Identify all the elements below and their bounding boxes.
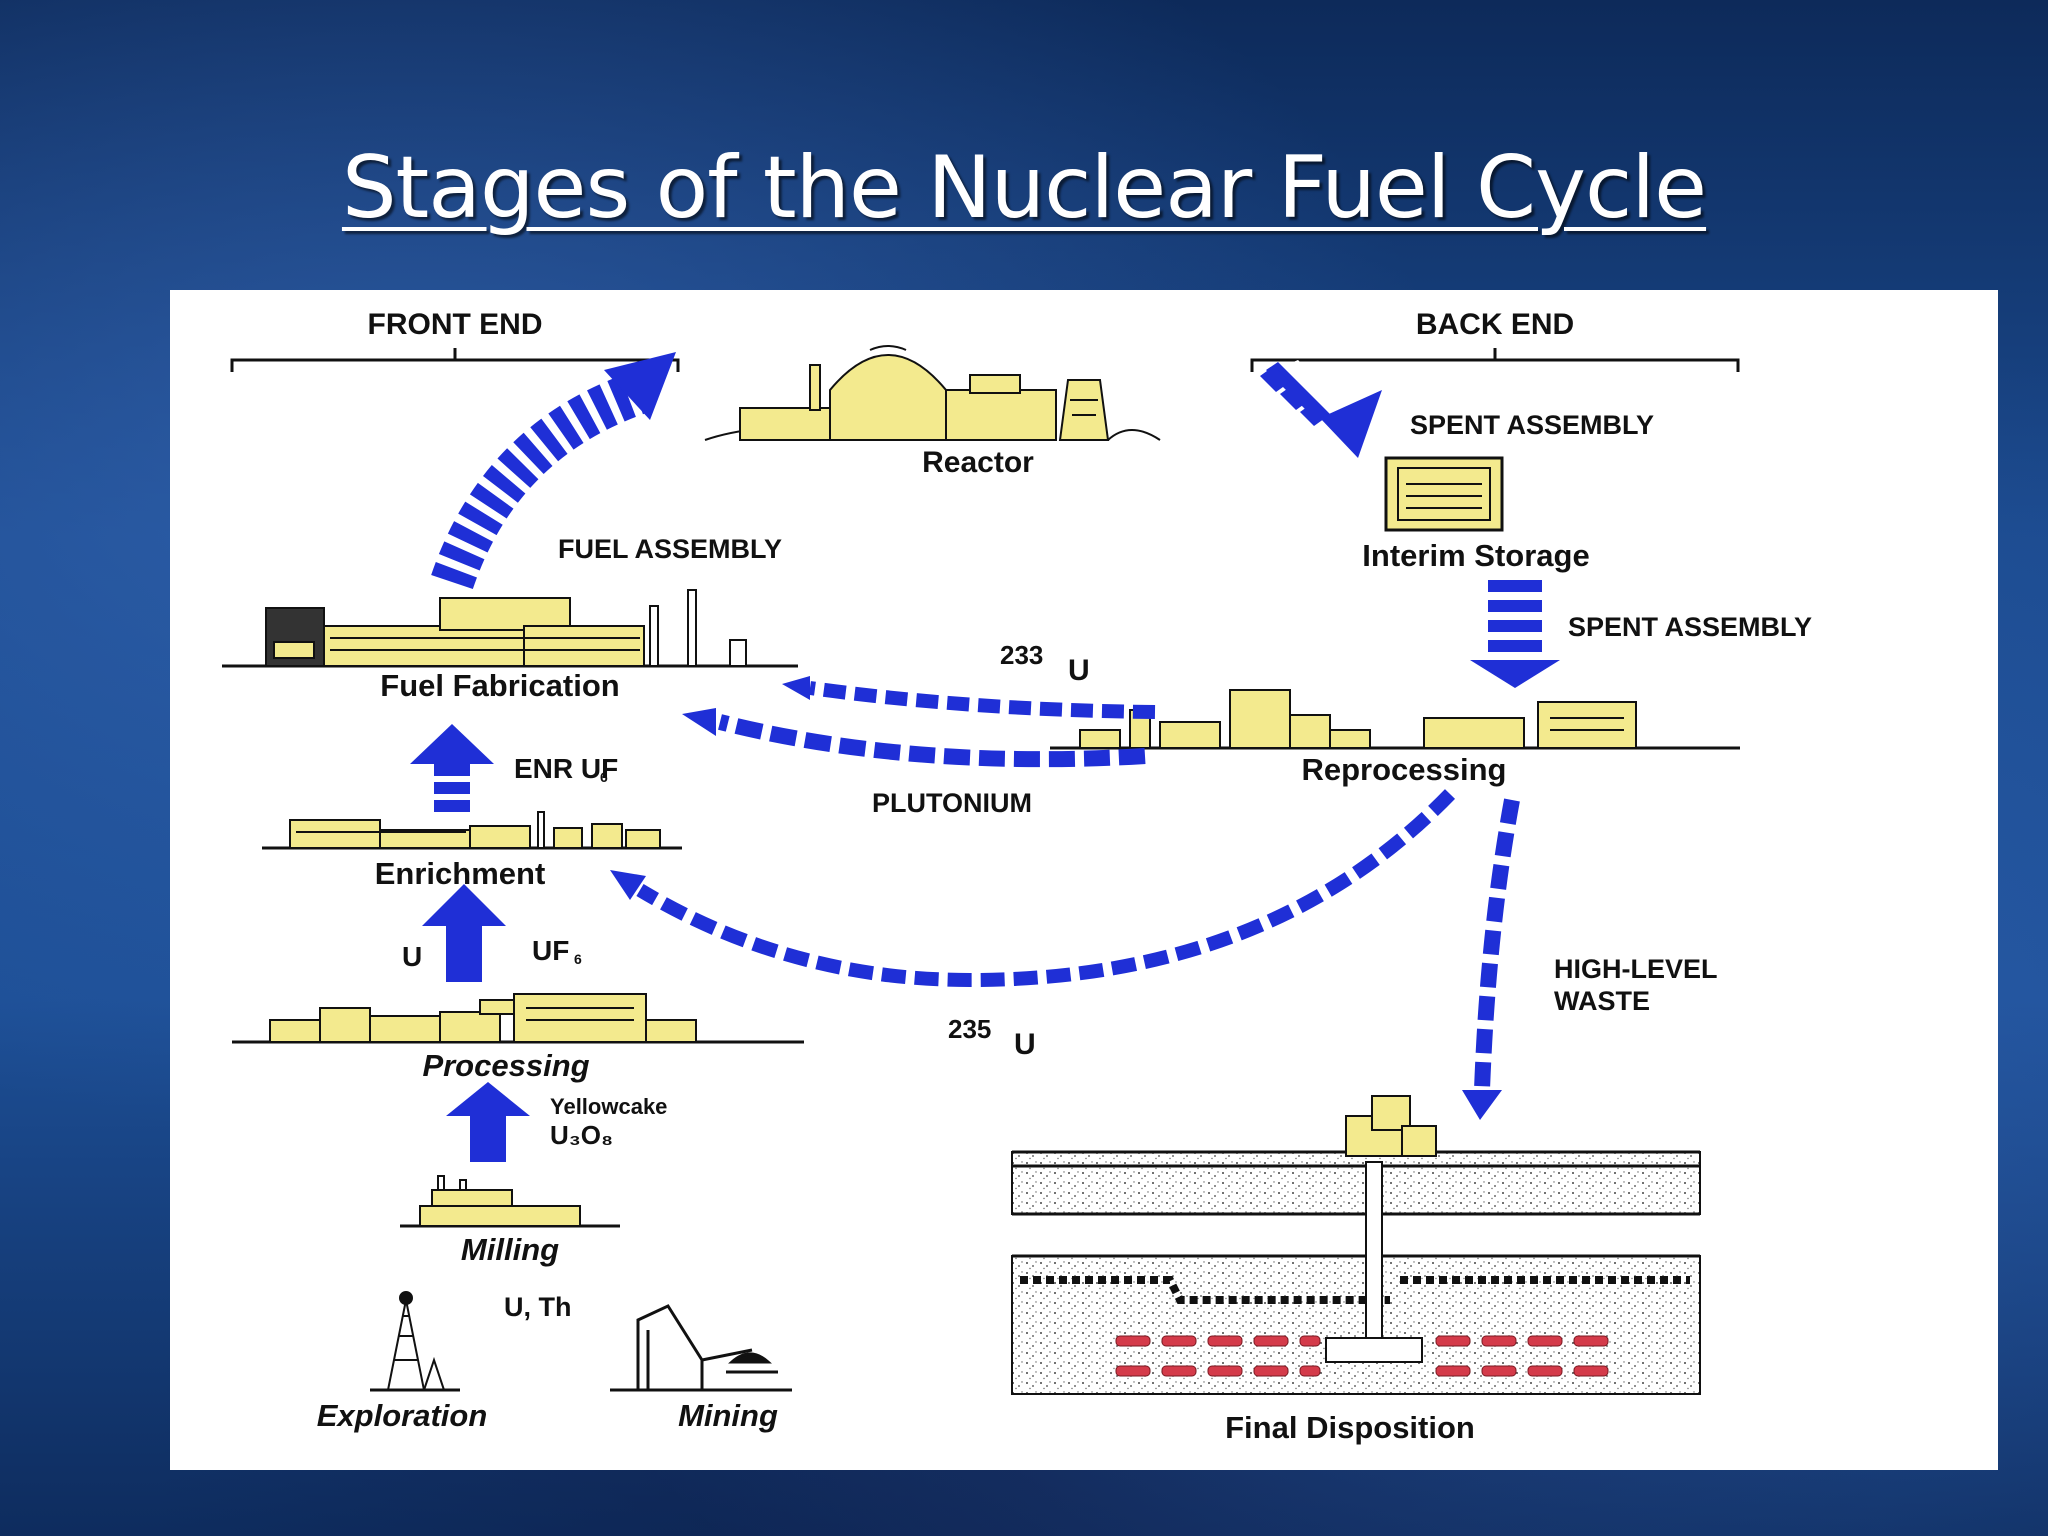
fuel-assembly-arrow xyxy=(431,352,676,590)
fuel-assembly-label: FUEL ASSEMBLY xyxy=(558,534,782,564)
u-uf6-arrow xyxy=(422,884,506,982)
enr-uf6-arrow xyxy=(410,724,494,812)
u235-symbol-label: U xyxy=(1014,1028,1036,1061)
front-end-label: FRONT END xyxy=(368,308,543,341)
high-level-waste-label-2: WASTE xyxy=(1554,986,1650,1016)
processing-plant-icon xyxy=(232,993,804,1044)
mining-label: Mining xyxy=(678,1398,778,1433)
u-th-label: U, Th xyxy=(504,1292,572,1322)
plutonium-label: PLUTONIUM xyxy=(872,788,1032,818)
enrichment-plant-icon xyxy=(262,811,682,850)
spent-assembly-label-1: SPENT ASSEMBLY xyxy=(1410,410,1654,440)
fuel-fabrication-label: Fuel Fabrication xyxy=(380,668,619,703)
milling-label: Milling xyxy=(461,1232,559,1267)
u235-return-arrow xyxy=(610,789,1456,988)
enr-uf6-subscript: 6 xyxy=(600,769,608,785)
slide-title: Stages of the Nuclear Fuel Cycle xyxy=(341,138,1707,238)
reprocessing-label: Reprocessing xyxy=(1301,752,1506,787)
interim-storage-icon xyxy=(1384,456,1504,532)
high-level-waste-label-1: HIGH-LEVEL xyxy=(1554,954,1718,984)
final-disposition-label: Final Disposition xyxy=(1225,1410,1475,1445)
u233-mass-label: 233 xyxy=(1000,640,1043,670)
u235-mass-label: 235 xyxy=(948,1014,991,1044)
spent-assembly-arrow-1 xyxy=(1260,360,1382,458)
u233-return-arrow xyxy=(782,676,1156,719)
fuel-fabrication-plant-icon xyxy=(222,589,798,668)
final-disposition-repository-icon xyxy=(1011,1095,1701,1395)
enrichment-label: Enrichment xyxy=(375,856,546,891)
spent-assembly-label-2: SPENT ASSEMBLY xyxy=(1568,612,1812,642)
reactor-label: Reactor xyxy=(922,446,1034,479)
back-end-bracket xyxy=(1250,348,1740,372)
reactor-plant-icon xyxy=(704,345,1161,441)
back-end-label: BACK END xyxy=(1416,308,1574,341)
u233-symbol-label: U xyxy=(1068,654,1090,687)
interim-storage-label: Interim Storage xyxy=(1362,538,1589,573)
yellowcake-arrow xyxy=(446,1082,530,1162)
high-level-waste-arrow xyxy=(1462,798,1520,1120)
uf6-label: UF xyxy=(532,935,569,966)
enr-uf6-label: ENR UF xyxy=(514,753,618,784)
spent-assembly-arrow-2 xyxy=(1470,580,1560,688)
reprocessing-plant-icon xyxy=(1050,689,1740,750)
diagram-canvas: FRONT END BACK END Reactor Interim Stora… xyxy=(222,308,1812,1445)
milling-plant-icon xyxy=(400,1175,620,1228)
processing-label: Processing xyxy=(422,1048,589,1083)
yellowcake-label: Yellowcake xyxy=(550,1094,667,1119)
exploration-rig-icon xyxy=(370,1291,460,1392)
u3o8-label: U₃O₈ xyxy=(550,1120,613,1150)
mining-site-icon xyxy=(610,1304,792,1392)
u-label: U xyxy=(402,941,422,972)
fuel-cycle-diagram: FRONT END BACK END Reactor Interim Stora… xyxy=(170,290,1998,1470)
plutonium-return-arrow xyxy=(682,708,1146,768)
front-end-bracket xyxy=(230,348,680,372)
uf6-subscript: 6 xyxy=(574,951,582,967)
exploration-label: Exploration xyxy=(317,1398,488,1433)
